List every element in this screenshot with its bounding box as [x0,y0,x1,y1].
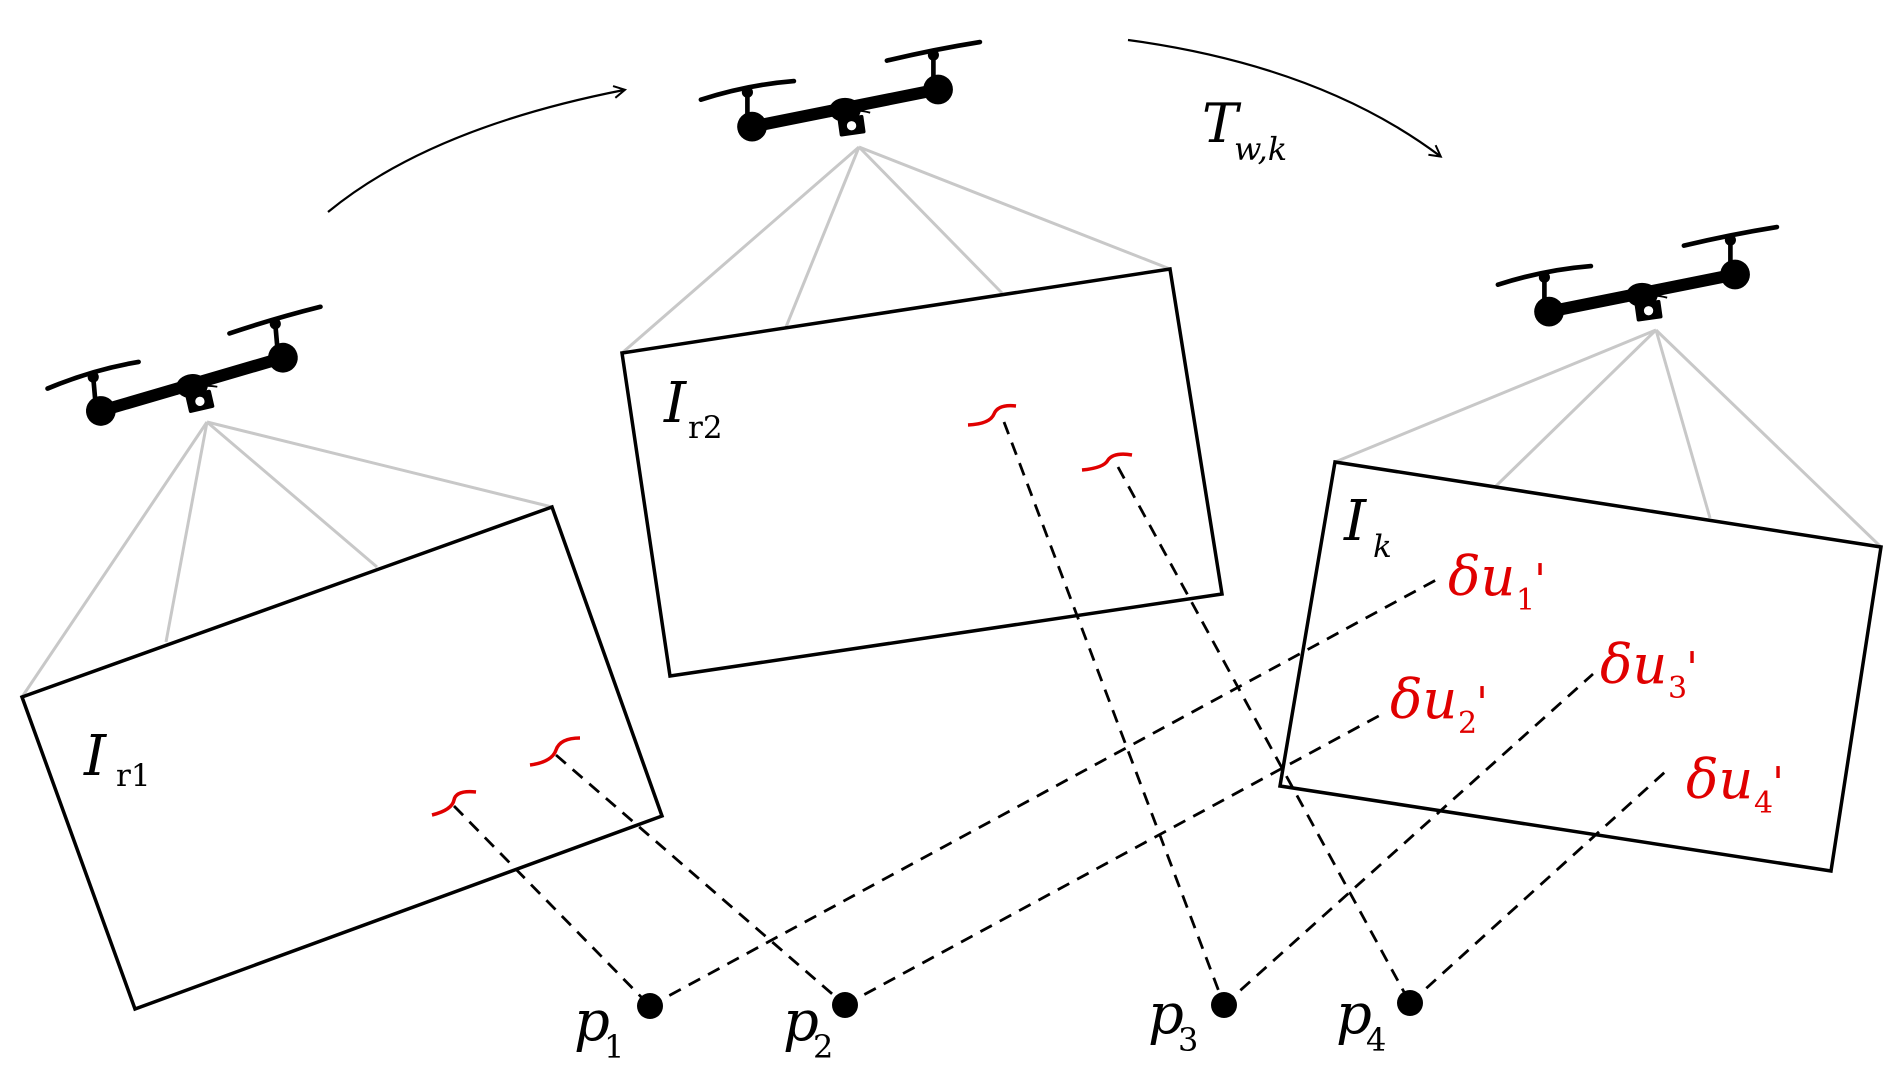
residual-label-2: δu 2 ' [1390,668,1488,741]
svg-text:': ' [1534,555,1546,606]
feature-mark-r1-b [529,736,581,767]
svg-text:k: k [1373,529,1392,565]
svg-text:p: p [574,989,610,1054]
svg-text:I: I [1343,489,1368,554]
frustum-k [1334,328,1883,549]
drone-icon [1498,227,1777,327]
frame-label-r2: I r2 [663,371,723,446]
svg-text:δu: δu [1390,668,1457,731]
frustum-r1 [20,420,553,698]
svg-text:r1: r1 [116,758,151,794]
drone-icon [43,307,330,430]
residual-label-3: δu 3 ' [1600,633,1698,706]
svg-text:δu: δu [1686,748,1753,811]
point-p1 [637,993,663,1019]
point-label-p3: p 3 [1148,982,1198,1059]
svg-text:I: I [663,371,688,436]
point-label-p4: p 4 [1336,982,1386,1059]
svg-text:δu: δu [1448,545,1515,608]
point-label-p2: p 2 [783,989,833,1066]
trajectory-arrow-1 [327,90,624,213]
svg-text:1: 1 [604,1028,624,1066]
svg-text:1: 1 [1516,583,1535,618]
svg-text:w,k: w,k [1234,130,1287,168]
frame-label-k: I k [1343,489,1392,565]
svg-text:2: 2 [1458,706,1477,741]
svg-text:r2: r2 [688,410,723,446]
frame-label-r1: I r1 [83,724,151,794]
svg-text:3: 3 [1668,671,1687,706]
point-label-p1: p 1 [574,989,624,1066]
svg-text:': ' [1772,758,1784,809]
image-plane-k [1277,460,1883,873]
svg-text:2: 2 [813,1028,833,1066]
frame-k: I k [1277,227,1883,873]
svg-text:4: 4 [1366,1021,1386,1059]
svg-text:': ' [1686,643,1698,694]
residual-label-4: δu 4 ' [1686,748,1784,821]
trajectory-arrow-2 [1127,38,1440,156]
feature-mark-r2-a [967,403,1017,427]
frame-r2: I r2 [620,42,1225,678]
frame-r1: I r1 [19,307,665,1012]
svg-text:3: 3 [1178,1021,1198,1059]
svg-text:4: 4 [1754,786,1773,821]
image-plane-r2 [620,267,1225,678]
svg-text:': ' [1476,678,1488,729]
image-plane-r1 [19,504,665,1012]
projection-rays [453,421,1666,1008]
svg-text:δu: δu [1600,633,1667,696]
svg-text:p: p [783,989,819,1054]
point-p3 [1211,992,1237,1018]
point-p4 [1397,990,1423,1016]
svg-text:T: T [1202,92,1242,155]
svg-text:I: I [83,724,108,789]
point-p2 [832,992,858,1018]
frustum-r2 [621,145,1171,355]
svg-text:p: p [1336,982,1372,1047]
residual-label-1: δu 1 ' [1448,545,1546,618]
svg-text:p: p [1148,982,1184,1047]
map-points [637,990,1423,1019]
drone-icon [701,42,980,142]
transform-label: T w,k [1202,92,1287,168]
feature-mark-r1-a [431,789,477,817]
feature-mark-r2-b [1081,452,1133,472]
